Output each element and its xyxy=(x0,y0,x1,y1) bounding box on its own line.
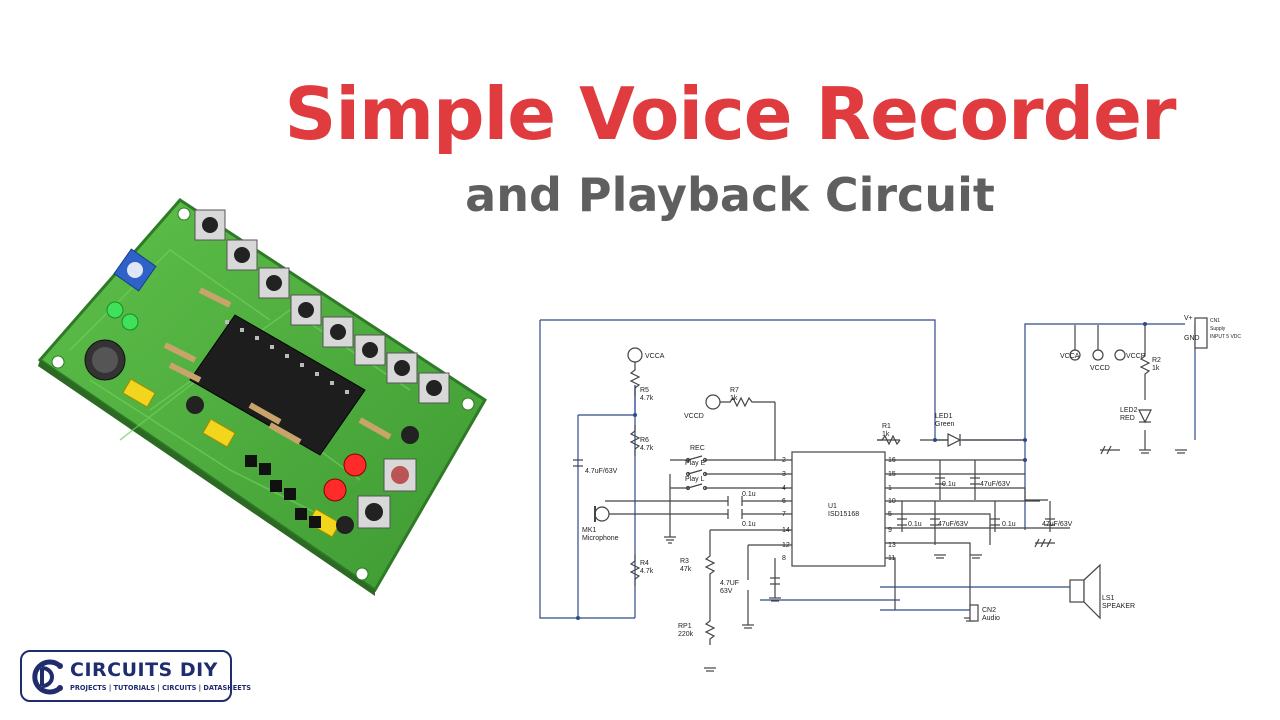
label-c-r01: 0.1u xyxy=(1002,521,1016,528)
circuits-diy-logo[interactable]: CIRCUITS DIY PROJECTS | TUTORIALS | CIRC… xyxy=(20,650,251,702)
led2-symbol xyxy=(1138,409,1152,424)
cn1-connector xyxy=(1194,317,1208,349)
resistor-r3 xyxy=(704,550,716,575)
u1-pin-numbers: 2 3 4 6 7 14 12 8 16 15 1 10 5 9 13 11 xyxy=(782,457,896,562)
label-c-left: 4.7uF/63V xyxy=(585,468,618,475)
circuit-schematic: VCCA VCCD VCCA VCCD VCCP V+ GND R54.7k R… xyxy=(539,315,1241,672)
pin-label: 8 xyxy=(782,555,786,562)
label-vccp: VCCP xyxy=(1126,353,1146,360)
vccd-terminal xyxy=(705,394,721,410)
label-c-r47: 47uF/63V xyxy=(1042,521,1073,528)
pin-label: 2 xyxy=(782,457,786,464)
resistor-r4 xyxy=(629,555,641,586)
page-subtitle: and Playback Circuit xyxy=(465,168,995,222)
label-vccd-right: VCCD xyxy=(1090,365,1110,372)
potentiometer xyxy=(113,248,157,292)
pin-label: 7 xyxy=(782,511,786,518)
pin-label: 14 xyxy=(782,527,790,534)
led1-symbol xyxy=(947,433,962,447)
brand-tagline: PROJECTS | TUTORIALS | CIRCUITS | DATASH… xyxy=(70,684,252,692)
brand-name: CIRCUITS DIY xyxy=(70,659,218,681)
pin-label: 16 xyxy=(888,457,896,464)
u1-chip xyxy=(791,451,886,567)
cn2-connector xyxy=(969,604,979,622)
label-vccd: VCCD xyxy=(684,413,704,420)
pin-label: 11 xyxy=(888,555,895,562)
resistor-r7 xyxy=(720,396,775,408)
label-vcca-right: VCCA xyxy=(1060,353,1080,360)
resistor-r6 xyxy=(629,425,641,456)
resistor-r1 xyxy=(877,434,901,446)
pin-label: 15 xyxy=(888,471,896,478)
resistor-r2 xyxy=(1139,350,1151,375)
label-c-01b: 0.1u xyxy=(742,521,756,528)
label-c-top47: 47uF/63V xyxy=(980,481,1011,488)
resistor-r5 xyxy=(629,362,641,396)
switches xyxy=(685,455,708,491)
label-c-mid01: 0.1u xyxy=(908,521,922,528)
pin-label: 4 xyxy=(782,485,786,492)
resistor-rp1 xyxy=(704,615,716,645)
label-vcca: VCCA xyxy=(645,353,665,360)
label-vplus: V+ xyxy=(1184,315,1193,322)
circuit-cd-icon xyxy=(32,659,63,695)
label-c-top01: 0.1u xyxy=(942,481,956,488)
page-title: Simple Voice Recorder xyxy=(284,72,1177,156)
pin-label: 9 xyxy=(888,527,892,534)
microphone-symbol xyxy=(594,506,610,522)
label-sw-playl: Play L xyxy=(685,476,705,483)
pin-label: 6 xyxy=(782,498,786,505)
pcb-board-illustration xyxy=(37,198,488,596)
label-sw-rec: REC xyxy=(690,445,705,452)
label-gnd: GND xyxy=(1184,335,1200,342)
tactile-switches xyxy=(194,209,450,529)
pin-label: 3 xyxy=(782,471,786,478)
ic-chip xyxy=(189,314,366,456)
pin-label: 12 xyxy=(782,542,790,549)
vcca-terminal xyxy=(627,347,643,363)
speaker-symbol xyxy=(1069,563,1101,620)
label-c-mid47: 47uF/63V xyxy=(938,521,969,528)
pin-label: 10 xyxy=(888,498,896,505)
label-sw-playe: Play E xyxy=(685,460,706,467)
label-c-01a: 0.1u xyxy=(742,491,756,498)
pin-label: 13 xyxy=(888,542,896,549)
pin-label: 5 xyxy=(888,511,892,518)
pin-label: 1 xyxy=(888,485,892,492)
